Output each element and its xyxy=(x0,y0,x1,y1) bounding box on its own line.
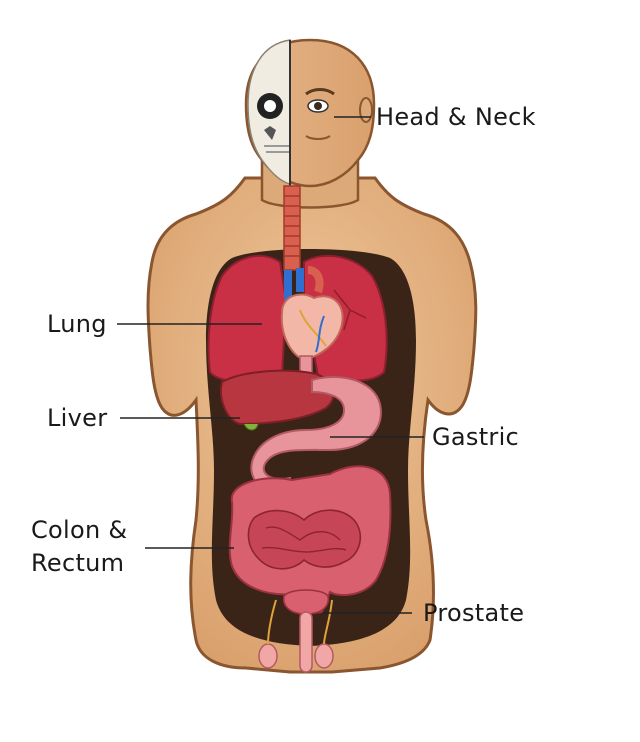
label-liver: Liver xyxy=(47,404,108,432)
liver xyxy=(220,369,335,426)
right-testis xyxy=(314,643,334,669)
label-prostate: Prostate xyxy=(423,599,525,627)
head xyxy=(244,38,376,188)
label-gastric: Gastric xyxy=(432,423,520,451)
heart xyxy=(280,266,344,362)
trachea xyxy=(283,185,301,271)
left-testis xyxy=(258,643,278,669)
label-colon-line2: Rectum xyxy=(31,549,125,577)
urethra xyxy=(299,611,313,673)
stomach xyxy=(250,376,382,492)
label-colon-line1: Colon & xyxy=(31,516,128,544)
label-lung: Lung xyxy=(47,310,107,338)
label-head-neck: Head & Neck xyxy=(376,103,536,131)
small-intestine xyxy=(247,509,362,570)
prostate xyxy=(282,589,330,615)
